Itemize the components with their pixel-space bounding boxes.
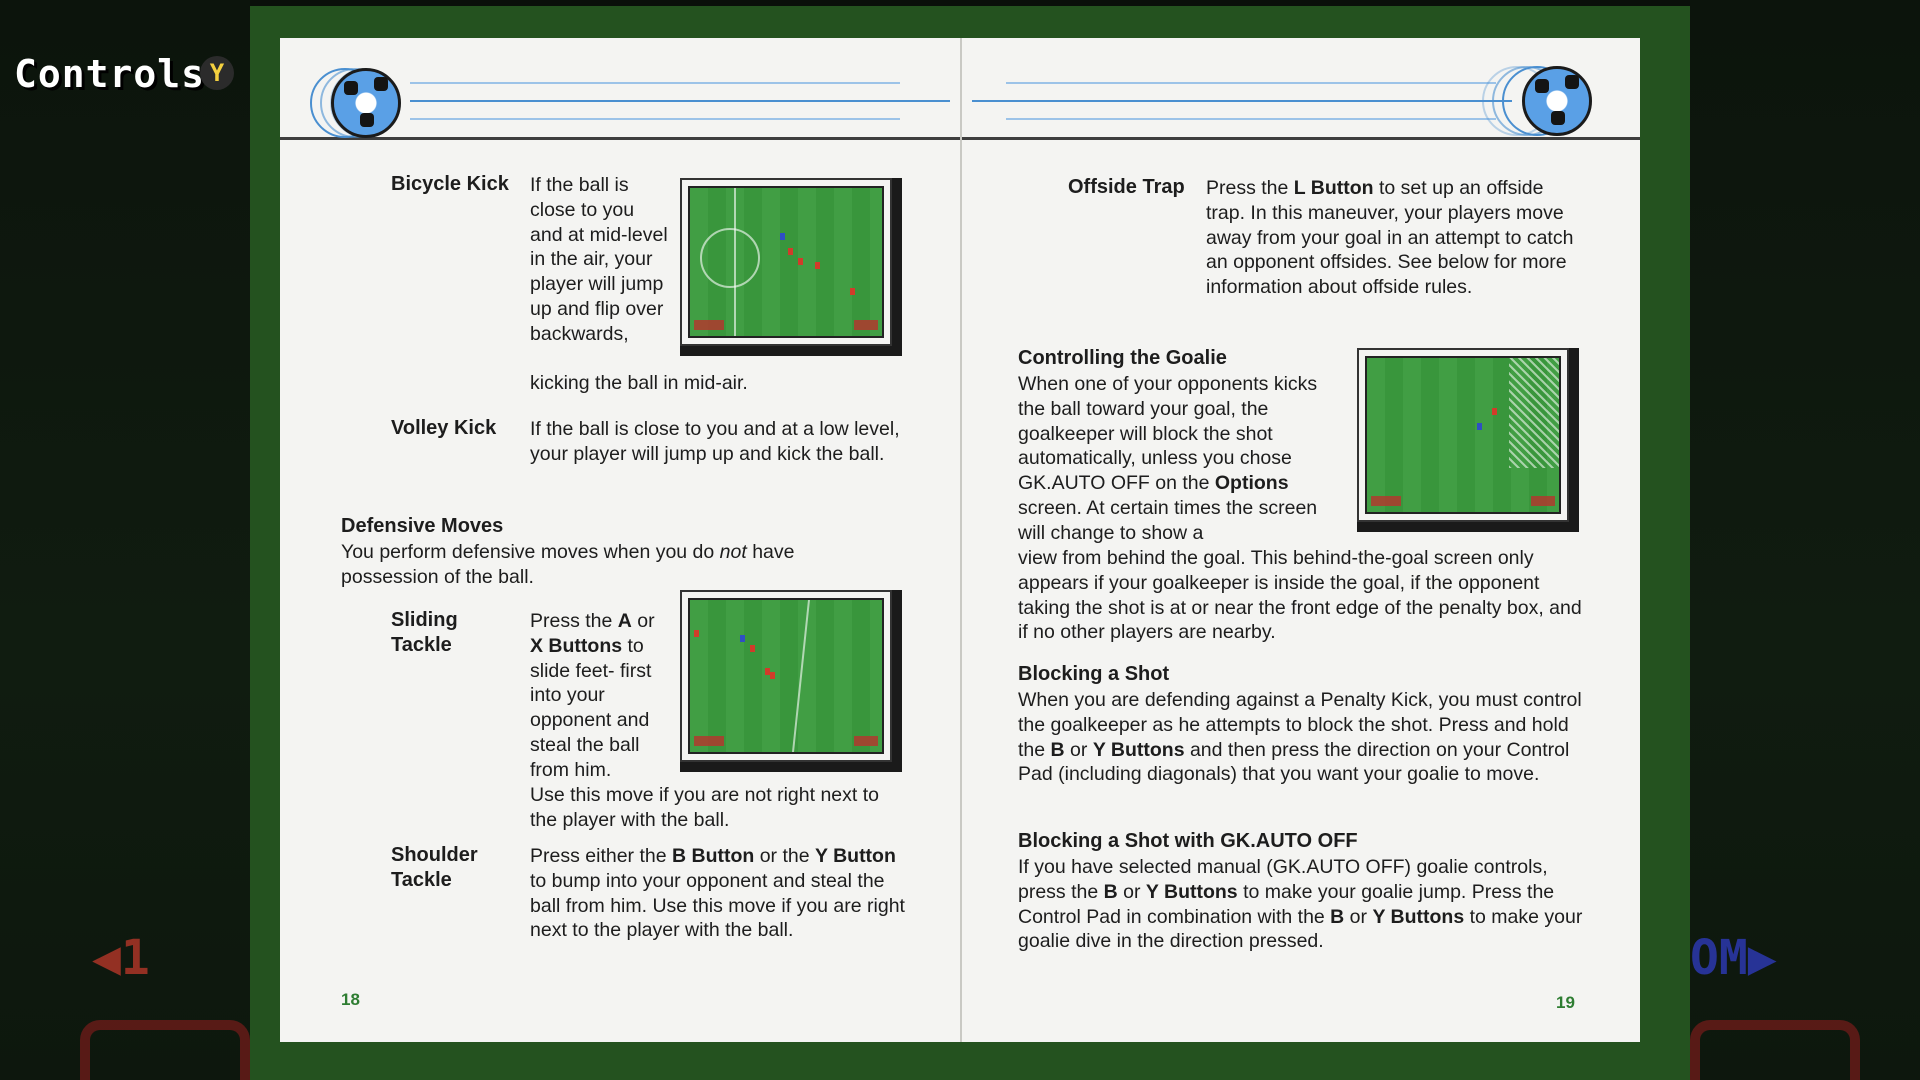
blocking-shot-text: When you are defending against a Penalty…: [1018, 689, 1582, 786]
header-line: [410, 118, 900, 120]
background-right: [1690, 0, 1920, 1080]
controls-title: Controls: [14, 52, 206, 96]
term-sliding-tackle: Sliding Tackle: [391, 609, 458, 656]
heading-blocking-shot-gk-auto-off: Blocking a Shot with GK.AUTO OFF: [1018, 830, 1358, 852]
bicycle-kick-text-cont: kicking the ball in mid-air.: [530, 372, 748, 394]
offside-trap-text: Press the L Button to set up an offside …: [1206, 177, 1574, 299]
heading-blocking-shot: Blocking a Shot: [1018, 663, 1170, 685]
header-rule: [280, 137, 960, 140]
sliding-tackle-text-cont: Use this move if you are not right next …: [530, 784, 880, 831]
book-spine: [960, 38, 962, 1042]
soccer-ball-icon: [331, 68, 401, 138]
blocking-shot-gk-auto-off-text: If you have selected manual (GK.AUTO OFF…: [1018, 856, 1583, 953]
volley-kick-text: If the ball is close to you and at a low…: [530, 418, 900, 465]
manual-page-left: Bicycle Kick If the ball is close to you…: [280, 38, 960, 1042]
screenshot-bicycle-kick: [680, 178, 902, 356]
controlling-goalie-text-cont: view from behind the goal. This behind-t…: [1018, 547, 1582, 644]
controlling-goalie-text: When one of your opponents kicks the bal…: [1018, 373, 1318, 544]
header-line: [410, 82, 900, 84]
defensive-moves-intro: You perform defensive moves when you do …: [341, 541, 795, 588]
screenshot-sliding-tackle: [680, 590, 902, 772]
score-digit-right: [1690, 1020, 1860, 1080]
header-line: [1006, 118, 1496, 120]
next-page-indicator: OM▶: [1690, 930, 1777, 986]
shoulder-tackle-text: Press either the B Button or the Y Butto…: [530, 845, 905, 942]
screenshot-goalie: [1357, 348, 1579, 532]
header-line: [1006, 82, 1496, 84]
prev-page-indicator: ◀1: [92, 930, 150, 986]
y-button-icon[interactable]: Y: [200, 56, 234, 90]
heading-defensive-moves: Defensive Moves: [341, 515, 504, 537]
header-line: [410, 100, 950, 102]
header-line: [972, 100, 1512, 102]
term-bicycle-kick: Bicycle Kick: [391, 173, 509, 195]
term-volley-kick: Volley Kick: [391, 417, 497, 439]
term-shoulder-tackle: Shoulder Tackle: [391, 844, 478, 891]
soccer-ball-icon: [1522, 66, 1592, 136]
heading-controlling-goalie: Controlling the Goalie: [1018, 347, 1227, 369]
goal-net: [1509, 358, 1559, 468]
score-digit-left: [80, 1020, 250, 1080]
page-number-right: 19: [1556, 993, 1575, 1012]
term-offside-trap: Offside Trap: [1068, 176, 1185, 198]
page-number-left: 18: [341, 990, 360, 1009]
header-rule: [962, 137, 1640, 140]
background-left: [0, 0, 250, 1080]
sliding-tackle-text: Press the A or X Buttons to slide feet- …: [530, 610, 655, 781]
manual-page-right: Offside Trap Press the L Button to set u…: [962, 38, 1640, 1042]
bicycle-kick-text: If the ball is close to you and at mid-l…: [530, 174, 668, 345]
